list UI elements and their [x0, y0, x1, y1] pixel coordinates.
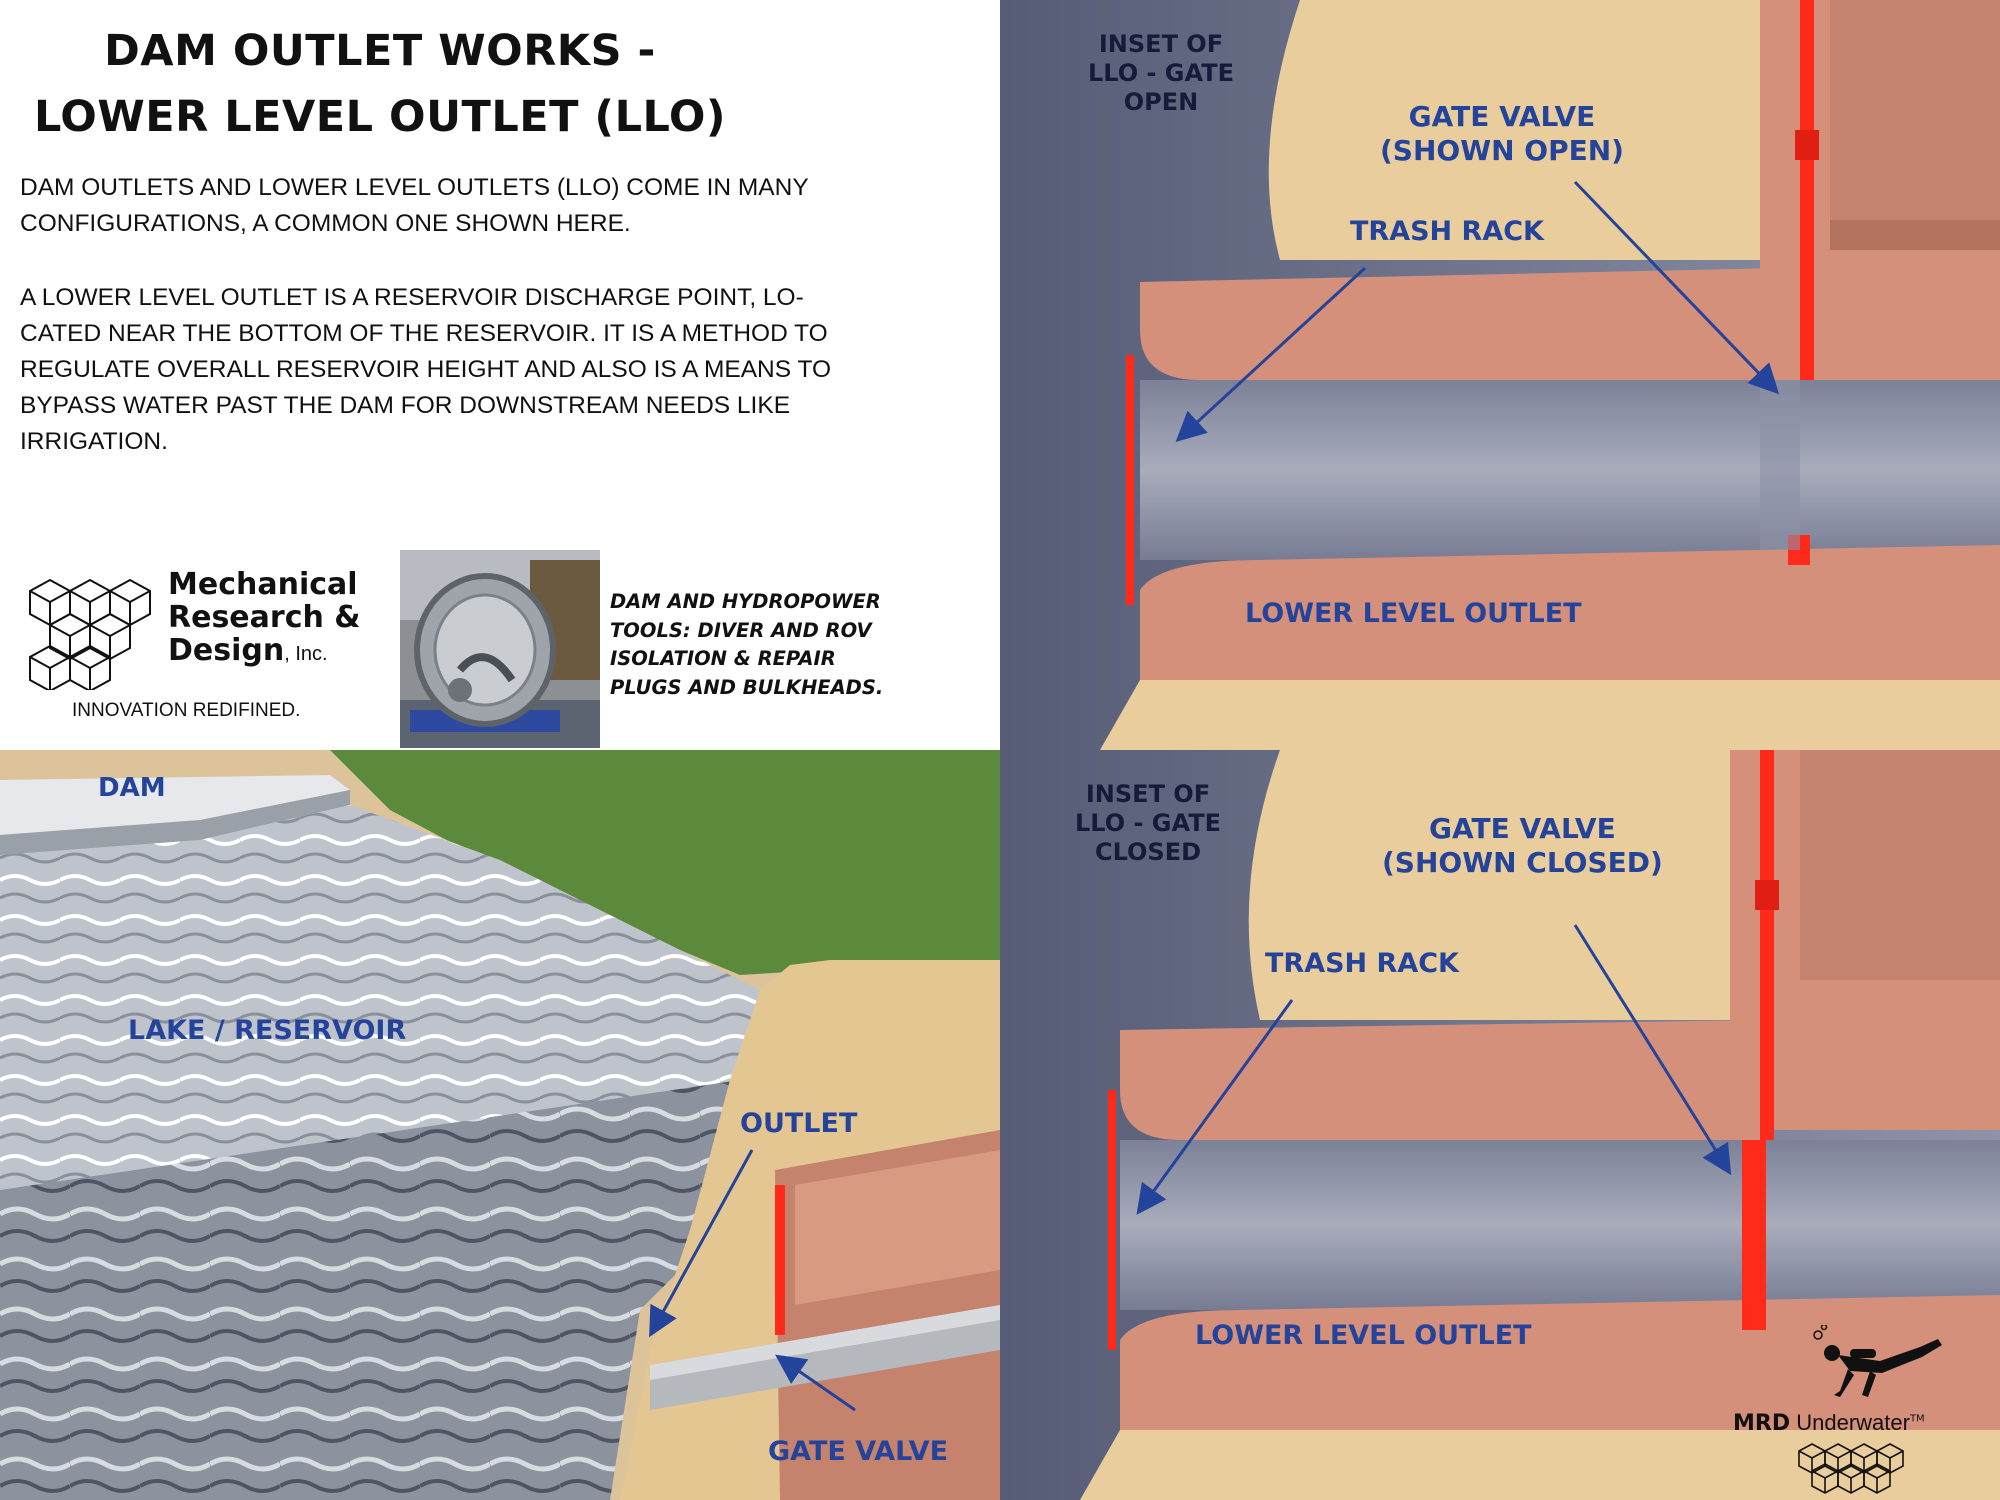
inset-closed-title-line: CLOSED [1094, 837, 1202, 866]
product-caption-line: DAM AND HYDROPOWER [610, 590, 881, 613]
lower-level-outlet-open-label: LOWER LEVEL OUTLET [1245, 598, 1582, 629]
gate-valve-open-label-line: (SHOWN OPEN) [1380, 133, 1624, 167]
inset-closed-title-line: INSET OF [1085, 780, 1211, 808]
intro-paragraph-2: A LOWER LEVEL OUTLET IS A RESERVOIR DISC… [20, 280, 920, 460]
intro-line: BYPASS WATER PAST THE DAM FOR DOWNSTREAM… [20, 392, 791, 419]
inset-closed-arrows [1136, 924, 1732, 1215]
trash-rack-closed-label: TRASH RACK [1265, 948, 1459, 979]
outlet-arrow [649, 1149, 754, 1338]
product-caption-line: PLUGS AND BULKHEADS. [610, 675, 884, 699]
inset-open-arrows [1175, 180, 1780, 443]
dam-label: DAM [98, 773, 166, 803]
overview-panel [0, 750, 1000, 1500]
intro-line: A LOWER LEVEL OUTLET IS A RESERVOIR DISC… [20, 284, 804, 311]
lower-level-outlet-closed-label: LOWER LEVEL OUTLET [1195, 1320, 1532, 1351]
intro-paragraph-1: DAM OUTLETS AND LOWER LEVEL OUTLETS (LLO… [20, 170, 920, 242]
company-name: Mechanical Research & Design, Inc. [168, 568, 360, 671]
product-caption: DAM AND HYDROPOWER TOOLS: DIVER AND ROV … [610, 588, 900, 702]
product-caption-line: TOOLS: DIVER AND ROV [610, 618, 872, 642]
overview-arrows [649, 1149, 856, 1412]
gate-valve-arrow [775, 1354, 856, 1412]
intro-line: CATED NEAR THE BOTTOM OF THE RESERVOIR. … [20, 320, 828, 347]
company-name-line: Mechanical [168, 567, 358, 602]
gate-valve-open-arrow [1573, 180, 1780, 395]
title-line-1: DAM OUTLET WORKS - [104, 26, 656, 76]
inset-open-panel [1000, 0, 2000, 750]
inset-closed-title-line: LLO - GATE [1075, 808, 1221, 837]
company-name-line: Design [168, 633, 285, 668]
company-tagline: INNOVATION REDIFINED. [72, 700, 301, 721]
inset-closed-panel [1000, 750, 2000, 1500]
intro-line: IRRIGATION. [20, 428, 168, 455]
intro-line: DAM OUTLETS AND LOWER LEVEL OUTLETS (LLO… [20, 174, 809, 201]
product-caption-line: ISOLATION & REPAIR [610, 647, 836, 670]
inset-open-title-line: INSET OF [1098, 30, 1224, 58]
gate-valve-closed-label-line: (SHOWN CLOSED) [1382, 845, 1663, 879]
inset-open-title-line: OPEN [1123, 87, 1199, 116]
gate-valve-closed-label-line: GATE VALVE [1429, 812, 1616, 845]
inset-open-title: INSET OF LLO - GATE OPEN [1088, 30, 1234, 116]
mrd-underwater-cube-icon [1797, 1442, 1917, 1494]
lake-label: LAKE / RESERVOIR [128, 1015, 407, 1046]
company-name-line: Research & [168, 600, 361, 635]
trash-rack-open-arrow [1175, 266, 1367, 443]
gate-valve-closed-arrow [1573, 924, 1732, 1176]
inset-open-title-line: LLO - GATE [1088, 58, 1234, 87]
outlet-label: OUTLET [740, 1108, 858, 1139]
brand-mrd: MRD [1733, 1411, 1791, 1436]
intro-line: REGULATE OVERALL RESERVOIR HEIGHT AND AL… [20, 356, 832, 383]
trash-rack-open-label: TRASH RACK [1350, 216, 1544, 247]
page-title: DAM OUTLET WORKS - LOWER LEVEL OUTLET (L… [20, 18, 740, 150]
overview-gate-valve-label: GATE VALVE [768, 1436, 949, 1467]
mrd-cube-logo-icon [28, 578, 163, 690]
trash-rack-closed-arrow [1136, 999, 1294, 1215]
product-photo [400, 550, 600, 748]
brand-underwater: Underwater [1790, 1410, 1910, 1435]
gate-valve-open-label-line: GATE VALVE [1408, 100, 1596, 133]
title-line-2: LOWER LEVEL OUTLET (LLO) [33, 92, 727, 142]
brand-tm: TM [1909, 1413, 1925, 1425]
intro-line: CONFIGURATIONS, A COMMON ONE SHOWN HERE. [20, 210, 631, 237]
gate-valve-open-label: GATE VALVE (SHOWN OPEN) [1380, 100, 1624, 167]
gate-valve-closed-label: GATE VALVE (SHOWN CLOSED) [1382, 812, 1663, 879]
inset-closed-title: INSET OF LLO - GATE CLOSED [1075, 780, 1221, 866]
company-suffix: , Inc. [284, 643, 328, 665]
mrd-underwater-brand: MRD UnderwaterTM [1733, 1410, 1925, 1436]
diver-icon [1810, 1325, 1945, 1405]
